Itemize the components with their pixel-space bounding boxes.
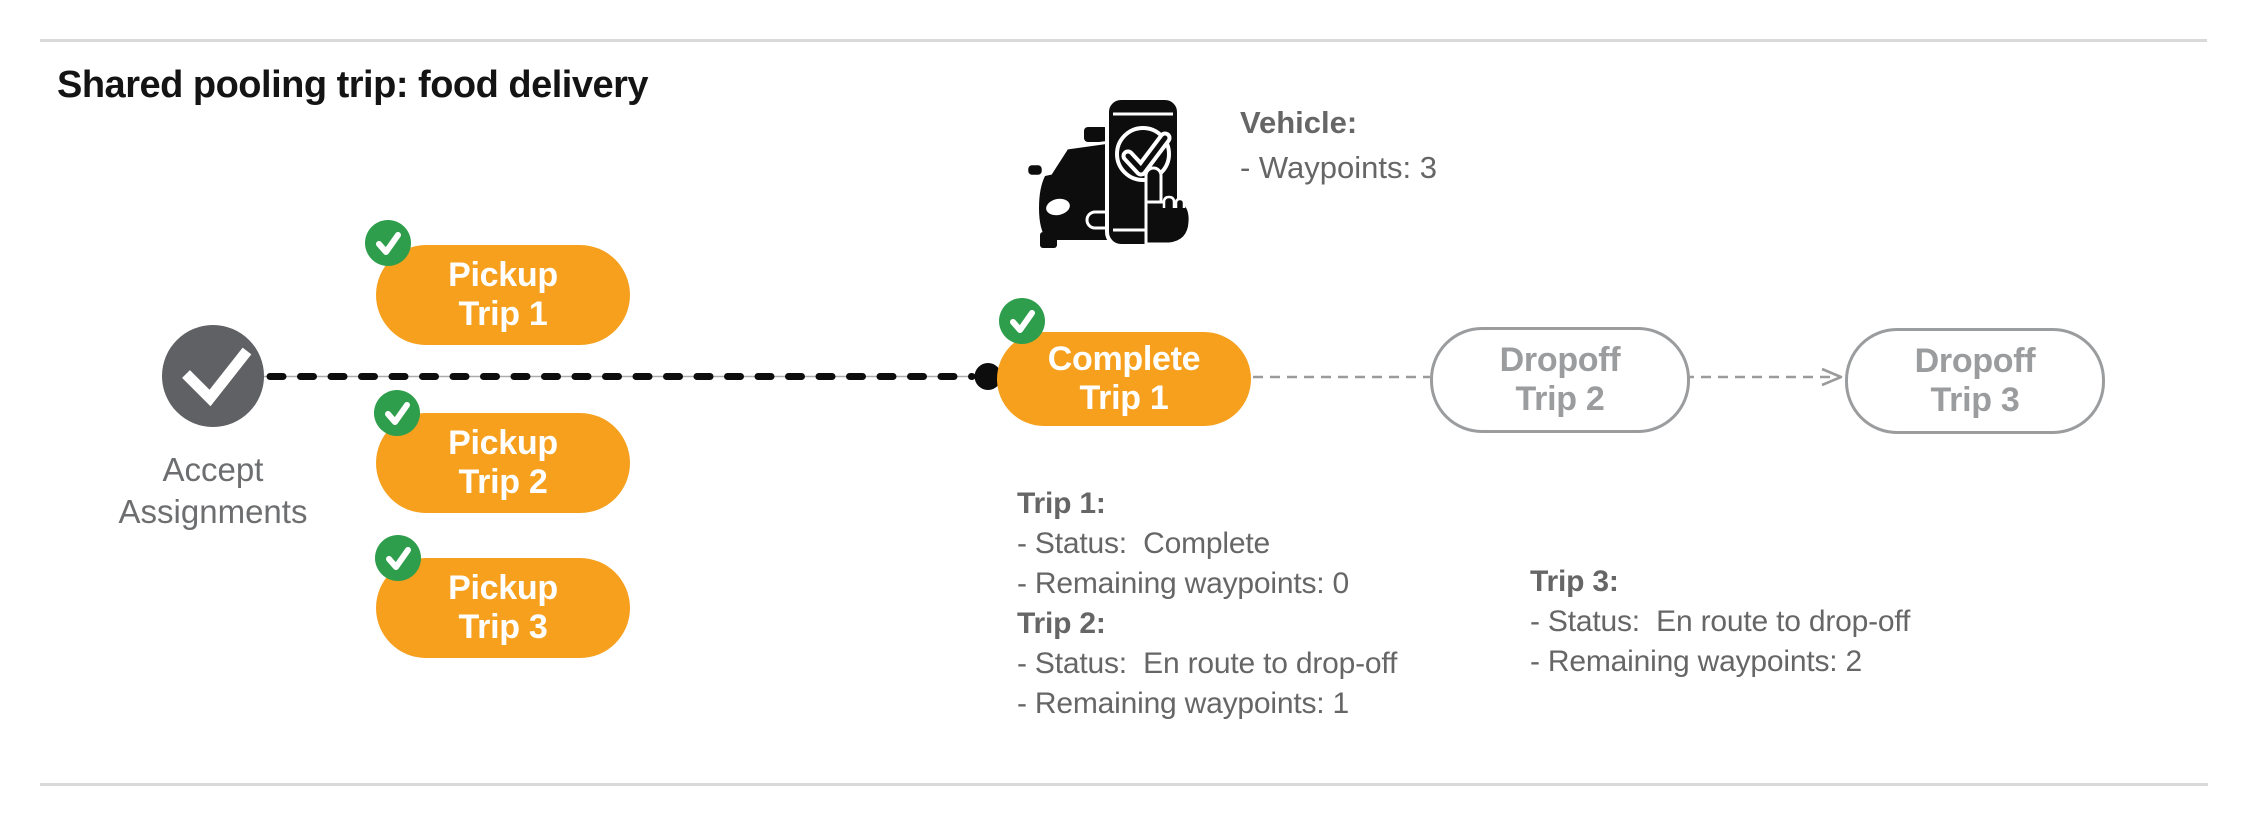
- page-title: Shared pooling trip: food delivery: [57, 64, 649, 106]
- node-dropoff-trip-2: Dropoff Trip 2: [1430, 327, 1690, 433]
- trip-3-heading: Trip 3:: [1530, 565, 1619, 598]
- node-label-line1: Dropoff: [1914, 342, 2036, 380]
- node-label-line2: Trip 3: [1930, 381, 2020, 419]
- node-pickup-trip-1: Pickup Trip 1: [376, 245, 630, 345]
- confirm-circle: [1115, 126, 1171, 182]
- trip-3-remaining: - Remaining waypoints: 2: [1530, 645, 1863, 678]
- car-headlight: [1046, 198, 1070, 216]
- trip-1-heading: Trip 1:: [1017, 487, 1106, 520]
- accept-node-label: Accept Assignments: [53, 449, 373, 533]
- accept-label-line2: Assignments: [118, 493, 308, 530]
- node-dropoff-trip-3: Dropoff Trip 3: [1845, 328, 2105, 434]
- node-label-line1: Pickup: [448, 424, 558, 462]
- trip-3-status: - Status: En route to drop-off: [1530, 605, 1911, 638]
- current-waypoint-dot: [974, 363, 1002, 390]
- bottom-divider: [40, 783, 2208, 786]
- node-label-line2: Trip 2: [1515, 380, 1605, 418]
- hand-knuckle: [1174, 197, 1186, 208]
- node-label-line2: Trip 2: [458, 463, 548, 501]
- node-label-line1: Complete: [1047, 340, 1201, 378]
- confirm-check: [1125, 135, 1168, 173]
- trip-2-status: - Status: En route to drop-off: [1017, 647, 1398, 680]
- node-label-line1: Dropoff: [1499, 341, 1621, 379]
- car-sensor: [1084, 127, 1108, 142]
- node-pickup-trip-2: Pickup Trip 2: [376, 413, 630, 513]
- car-wheel: [1040, 232, 1057, 248]
- vehicle-info: Vehicle: - Waypoints: 3: [1240, 100, 1437, 190]
- trip-2-remaining: - Remaining waypoints: 1: [1017, 687, 1350, 720]
- top-divider: [40, 39, 2207, 42]
- node-pickup-trip-3: Pickup Trip 3: [376, 558, 630, 658]
- node-label-line2: Trip 3: [458, 608, 548, 646]
- node-label-line2: Trip 1: [1079, 379, 1169, 417]
- car-phone-check-icon: [1025, 96, 1192, 248]
- trip-status-block-left: Trip 1: - Status: Complete - Remaining w…: [1017, 484, 1397, 724]
- trip-status-block-right: Trip 3: - Status: En route to drop-off -…: [1530, 562, 1910, 682]
- node-label-line1: Pickup: [448, 569, 558, 607]
- node-label-line2: Trip 1: [458, 295, 548, 333]
- hand-palm: [1144, 200, 1192, 246]
- trip-1-status: - Status: Complete: [1017, 527, 1270, 560]
- car-mirror: [1025, 162, 1045, 178]
- hand-knuckle: [1162, 195, 1176, 208]
- accept-label-line1: Accept: [162, 451, 264, 488]
- trip-2-heading: Trip 2:: [1017, 607, 1106, 640]
- vehicle-heading: Vehicle:: [1240, 105, 1358, 140]
- trip-1-remaining: - Remaining waypoints: 0: [1017, 567, 1350, 600]
- arrowhead-icon: [1821, 367, 1843, 387]
- node-complete-trip-1: Complete Trip 1: [997, 332, 1251, 426]
- vehicle-waypoints: - Waypoints: 3: [1240, 150, 1437, 185]
- node-label-line1: Pickup: [448, 256, 558, 294]
